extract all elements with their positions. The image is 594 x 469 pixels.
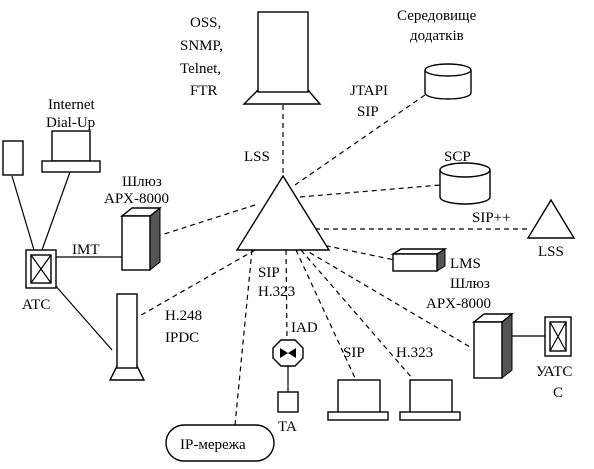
label-gateway2-1: Шлюз <box>450 276 490 292</box>
h248-node-tower <box>116 293 138 369</box>
label-iad: IAD <box>291 320 318 336</box>
label-lms: LMS <box>450 256 481 272</box>
uatc-switch <box>544 316 572 357</box>
app-env-database-top <box>424 63 472 77</box>
dialup-pc <box>41 130 101 173</box>
label-uatc-1: УАТС <box>536 364 572 380</box>
ip-network-cloud <box>165 424 275 462</box>
label-gateway1-2: APX-8000 <box>104 191 169 207</box>
link-small-terminal-atc <box>11 175 35 251</box>
sip-terminal <box>327 379 389 421</box>
label-h323-bottom: H.323 <box>396 345 433 361</box>
label-oss-3: Telnet, <box>180 61 221 77</box>
link-hub-sip-terminal <box>295 249 356 379</box>
labels: OSS, SNMP, Telnet, FTR Середовище додатк… <box>22 8 572 453</box>
ta-box <box>277 391 299 413</box>
label-imt: IMT <box>72 242 100 258</box>
oss-server-tower <box>257 11 309 93</box>
gateway2-front <box>473 321 503 379</box>
h323-terminal-monitor <box>409 379 453 414</box>
label-ip-network: IP-мережа <box>180 437 246 453</box>
dialup-pc-base <box>41 160 101 173</box>
label-app-env-2: додатків <box>410 28 464 44</box>
link-hub-lms <box>307 241 396 261</box>
link-hub-h248-node <box>135 249 256 319</box>
central-softswitch-triangle <box>235 174 331 251</box>
label-uatc-2: С <box>553 385 563 401</box>
sip-terminal-base <box>327 411 389 421</box>
gateway2-side <box>501 312 513 380</box>
label-gateway2-2: APX-8000 <box>426 296 491 312</box>
h323-terminal <box>399 379 461 421</box>
scp-database-body <box>439 170 491 205</box>
label-sippp: SIP++ <box>472 210 511 226</box>
dialup-pc-monitor <box>51 130 91 162</box>
sip-terminal-monitor <box>337 379 381 414</box>
gateway2-device <box>472 312 514 380</box>
link-hub-iad <box>285 249 288 341</box>
label-oss-1: OSS, <box>190 15 221 31</box>
label-internet-1: Internet <box>48 97 95 113</box>
label-ta: TA <box>278 419 297 435</box>
uatc-cross-b <box>549 321 567 352</box>
lss-right-triangle <box>526 198 576 239</box>
label-lss-right: LSS <box>538 244 564 260</box>
label-oss-4: FTR <box>190 83 218 99</box>
link-hub-ip-network <box>234 249 253 426</box>
label-h248-2: IPDC <box>165 330 199 346</box>
oss-server <box>242 11 322 105</box>
app-env-database-body <box>424 70 472 100</box>
gateway1-front <box>121 215 151 271</box>
label-scp: SCP <box>444 149 471 165</box>
h323-terminal-base <box>399 411 461 421</box>
label-lss-top: LSS <box>244 149 270 165</box>
dashed-links <box>135 94 530 426</box>
label-app-env-1: Середовище <box>397 8 477 24</box>
iad-device <box>272 339 304 367</box>
gateway1-device <box>120 206 162 272</box>
lms-device-front <box>392 253 438 272</box>
label-gateway1-1: Шлюз <box>122 174 162 190</box>
h248-node <box>108 293 146 381</box>
label-oss-2: SNMP, <box>180 38 223 54</box>
label-h248-1: H.248 <box>165 308 202 324</box>
label-sip-h323-2: H.323 <box>258 284 295 300</box>
gateway1-side <box>149 206 161 272</box>
label-sip-h323-1: SIP <box>258 265 280 281</box>
scp-database <box>439 162 491 205</box>
solid-links <box>11 171 545 392</box>
lms-device <box>390 248 448 272</box>
link-hub-gateway2 <box>301 247 471 348</box>
atc-cross-b <box>30 254 52 284</box>
link-atc-h248-node <box>53 283 113 351</box>
link-hub-scp <box>299 184 441 198</box>
small-terminal <box>2 140 24 176</box>
label-jtapi-1: JTAPI <box>350 83 388 99</box>
link-hub-h323-terminal <box>300 249 413 379</box>
link-dialup-pc-atc <box>41 171 71 251</box>
scp-database-top <box>439 162 491 178</box>
link-hub-gateway1 <box>157 204 256 237</box>
iad-arrows-icon <box>280 348 296 358</box>
label-sip-bottom: SIP <box>343 345 365 361</box>
lms-device-top <box>390 248 448 255</box>
label-jtapi-2: SIP <box>357 104 379 120</box>
label-internet-2: Dial-Up <box>46 115 95 131</box>
atc-switch <box>25 249 57 289</box>
app-env-database <box>424 63 472 100</box>
label-atc: ATC <box>22 297 50 313</box>
